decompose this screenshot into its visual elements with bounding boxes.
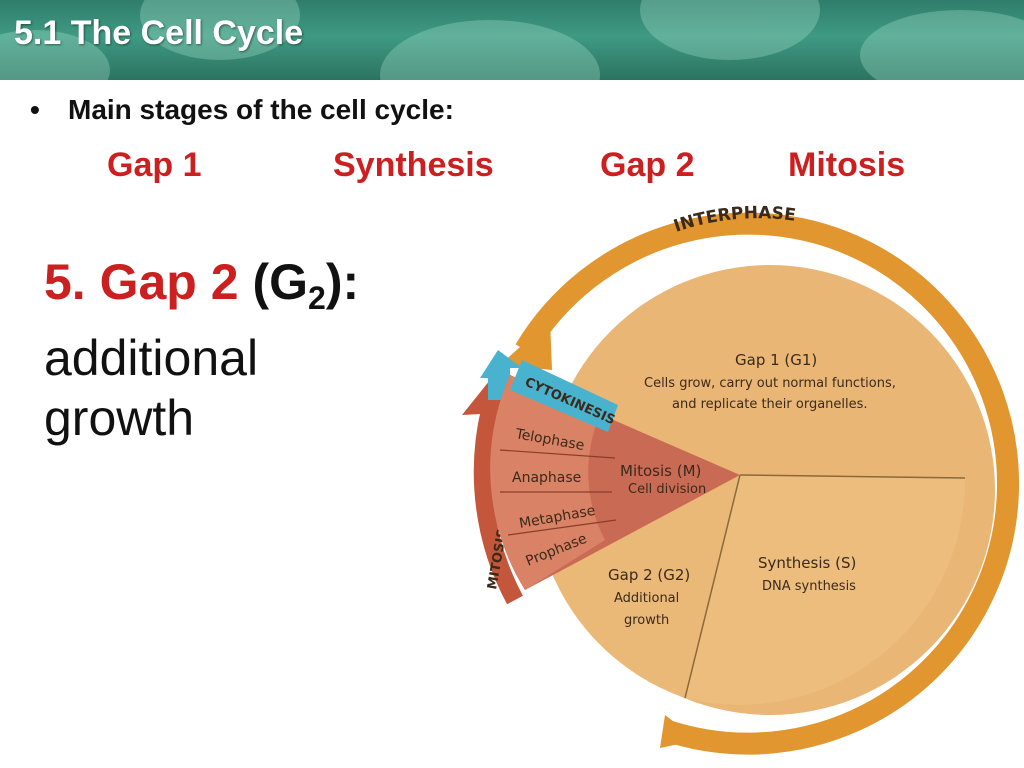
cell-cycle-diagram: INTERPHASE MITOSIS CYTOKINESIS Telophase… xyxy=(462,203,1020,755)
header-decoration xyxy=(380,20,600,80)
focus-line-3: growth xyxy=(44,390,195,446)
cytokinesis-arrow xyxy=(480,350,522,400)
focus-abbr-sub: 2 xyxy=(308,280,326,316)
interphase-arc xyxy=(515,212,1020,755)
stage-label-gap2: Gap 2 xyxy=(600,146,695,184)
sector-divider xyxy=(684,474,741,699)
mitosis-description: Cell division xyxy=(628,482,706,497)
stage-label-mitosis: Mitosis xyxy=(788,146,906,184)
mitosis-title: Mitosis (M) xyxy=(620,462,701,480)
interphase-arrowhead xyxy=(500,320,552,370)
focus-line-2: additional xyxy=(44,330,259,386)
interphase-arrow-tail xyxy=(660,715,698,748)
synthesis-description: DNA synthesis xyxy=(762,579,856,594)
focus-number: 5. xyxy=(44,254,86,310)
gap2-description-line2: growth xyxy=(624,613,669,628)
stage-label-synthesis: Synthesis xyxy=(333,146,494,184)
focus-abbr-open: (G xyxy=(252,254,309,310)
gap2-description-line1: Additional xyxy=(614,591,679,606)
gap1-title: Gap 1 (G1) xyxy=(735,351,817,369)
slide-title: 5.1 The Cell Cycle xyxy=(14,14,304,52)
title-bar: 5.1 The Cell Cycle xyxy=(0,0,1024,80)
gap1-description-line2: and replicate their organelles. xyxy=(672,397,868,412)
focus-stage-name: Gap 2 xyxy=(99,254,239,310)
gap2-sector xyxy=(545,475,740,698)
stage-label-gap1: Gap 1 xyxy=(107,146,202,184)
mitosis-arc xyxy=(473,407,523,605)
sector-divider xyxy=(739,474,966,479)
cytokinesis-band xyxy=(510,360,618,432)
gap2-title: Gap 2 (G2) xyxy=(608,566,690,584)
gap1-description-line1: Cells grow, carry out normal functions, xyxy=(644,376,896,391)
header-decoration xyxy=(640,0,820,60)
phase-divider xyxy=(499,449,616,459)
phase-band xyxy=(490,375,605,590)
phase-label-anaphase: Anaphase xyxy=(512,470,581,486)
synthesis-sector xyxy=(685,475,966,705)
phase-divider xyxy=(507,519,617,536)
header-decoration xyxy=(860,10,1024,80)
bullet-text: Main stages of the cell cycle: xyxy=(68,94,454,125)
bullet-marker: • xyxy=(30,94,40,125)
focus-abbr-close: ): xyxy=(325,254,360,310)
synthesis-title: Synthesis (S) xyxy=(758,554,856,572)
focus-stage-text: 5. Gap 2 (G2): additional growth xyxy=(44,252,359,448)
